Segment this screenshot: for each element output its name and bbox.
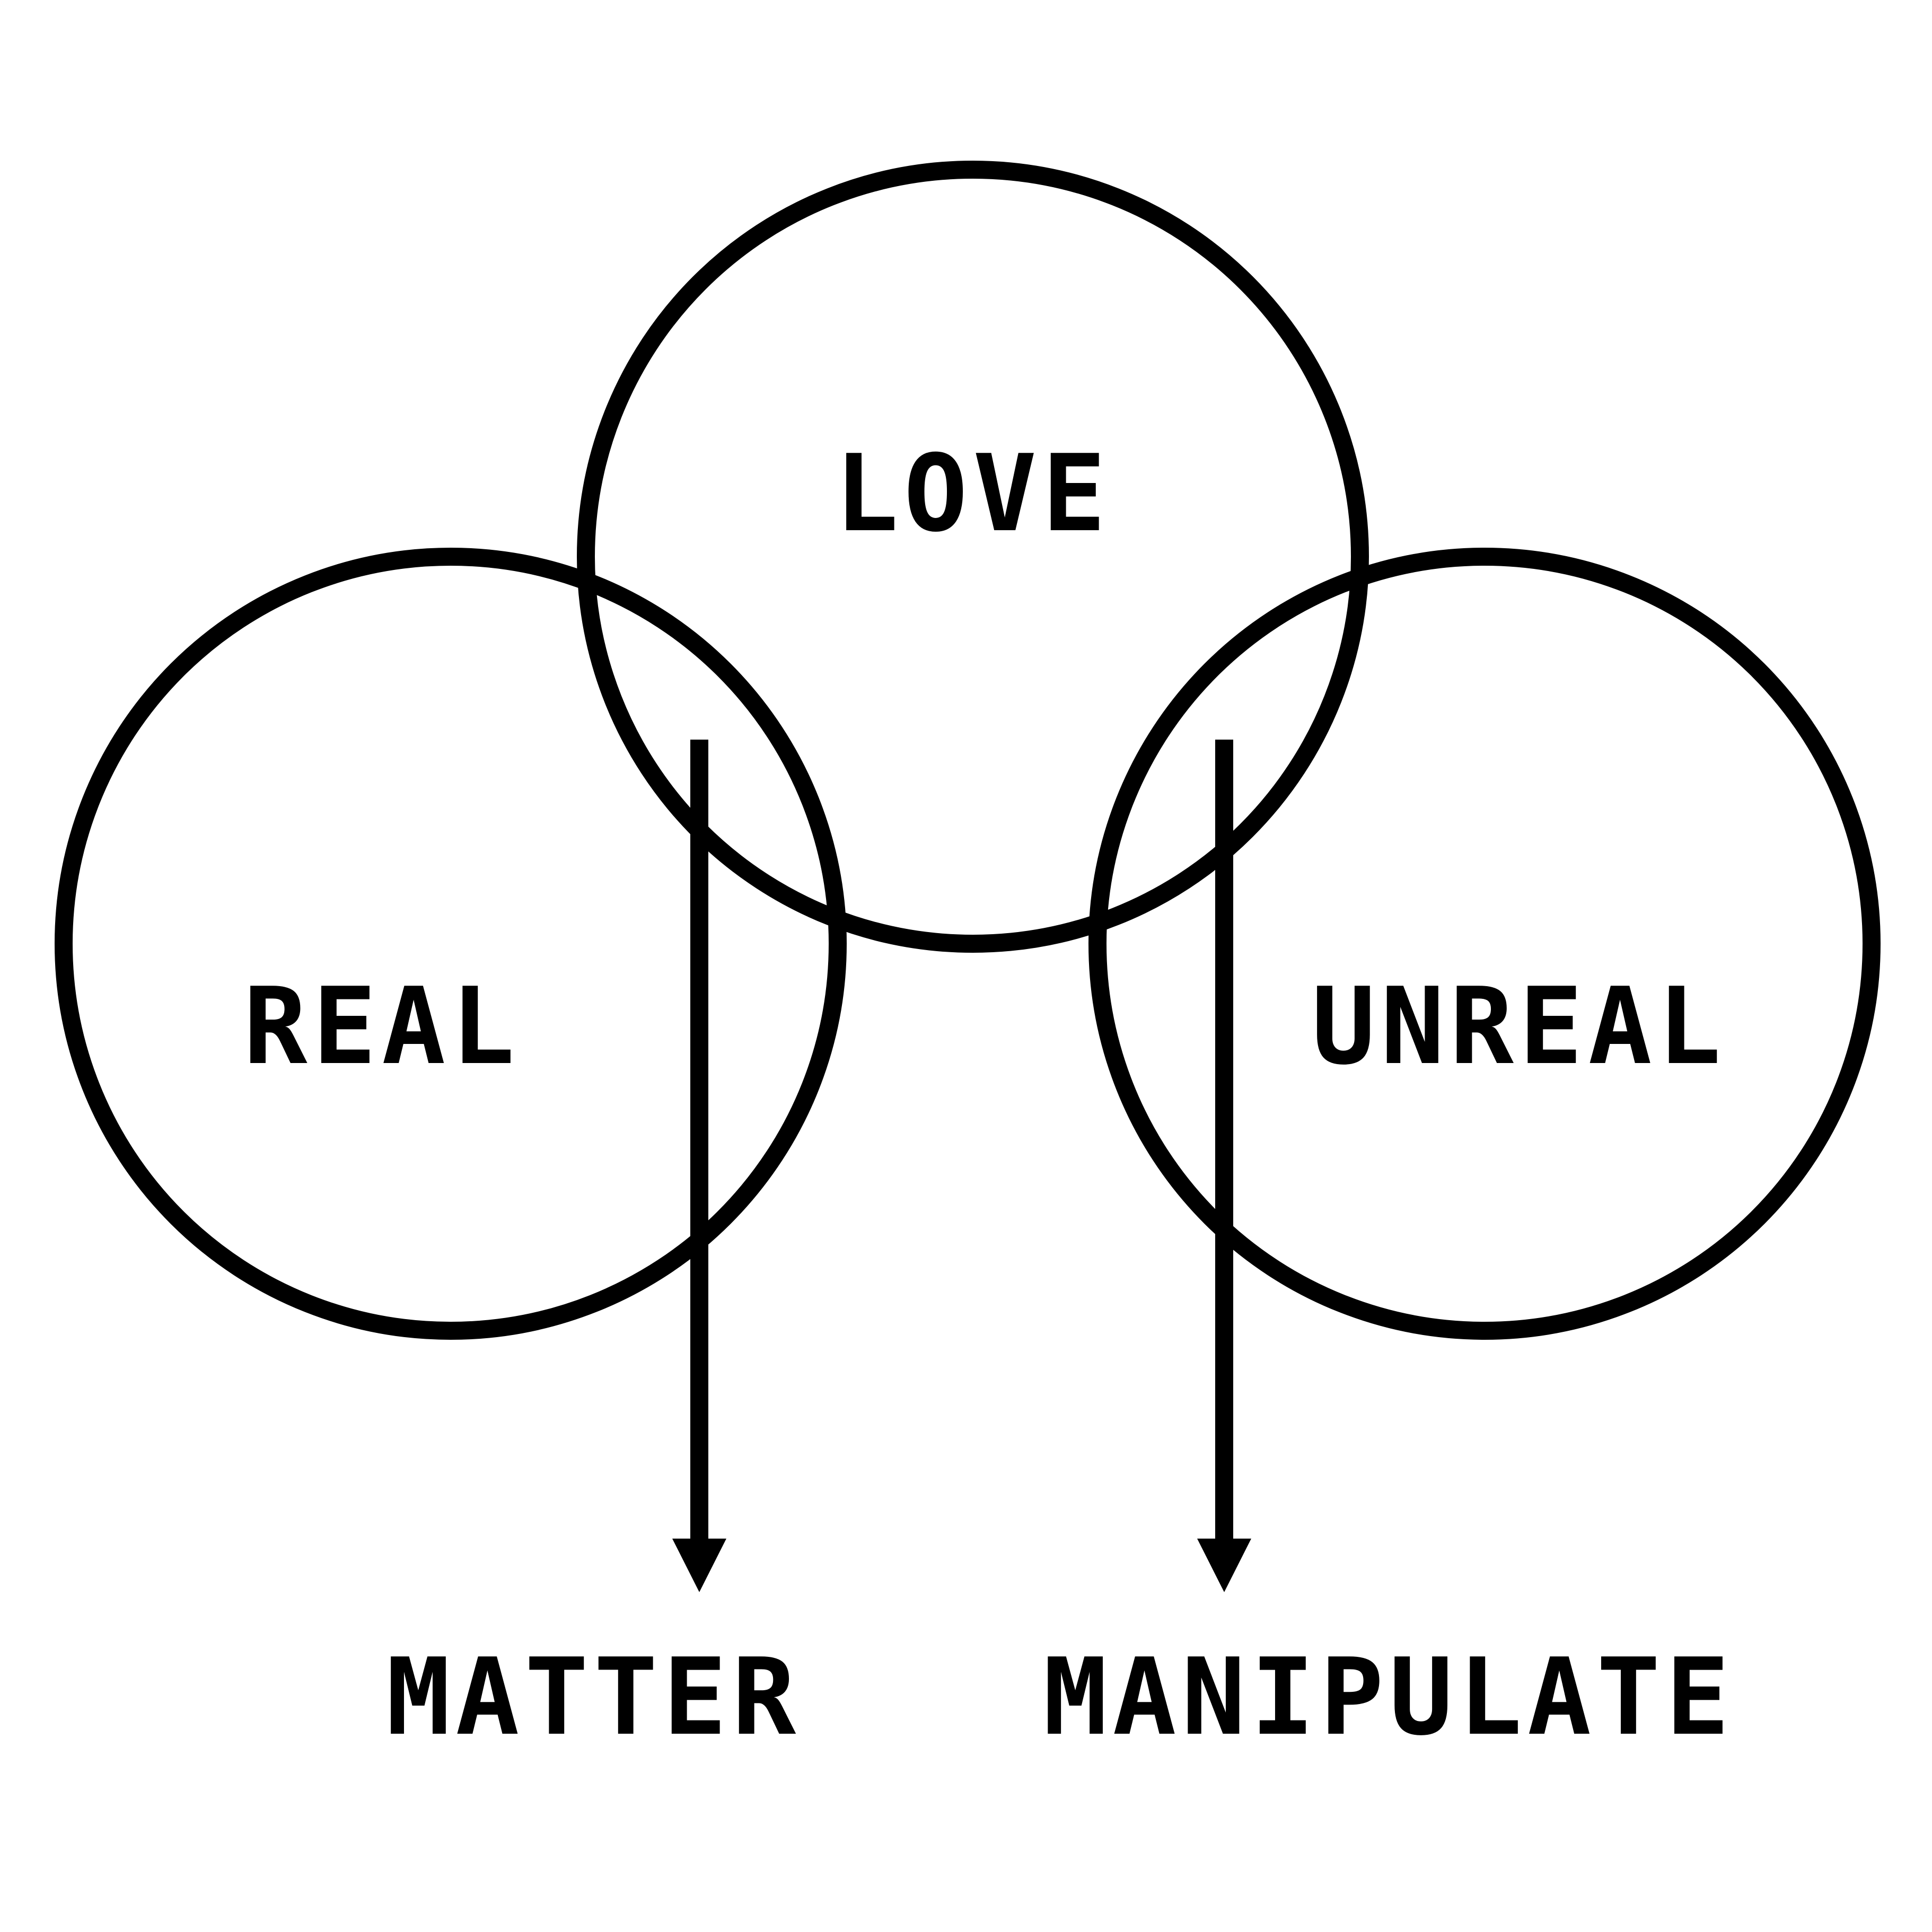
matter-label: MATTER [387,1636,801,1759]
real-label: REAL [243,965,520,1088]
manipulate-label: MANIPULATE [1043,1636,1735,1759]
manipulate-arrow-shaft [1215,740,1233,1545]
matter-arrow-head [672,1539,726,1592]
love-circle [577,161,1369,953]
unreal-label: UNREAL [1312,965,1726,1088]
manipulate-arrow-head [1197,1539,1251,1592]
love-label: LOVE [835,432,1111,556]
real-circle [55,548,847,1340]
unreal-circle [1088,548,1881,1340]
matter-arrow-shaft [690,740,708,1545]
